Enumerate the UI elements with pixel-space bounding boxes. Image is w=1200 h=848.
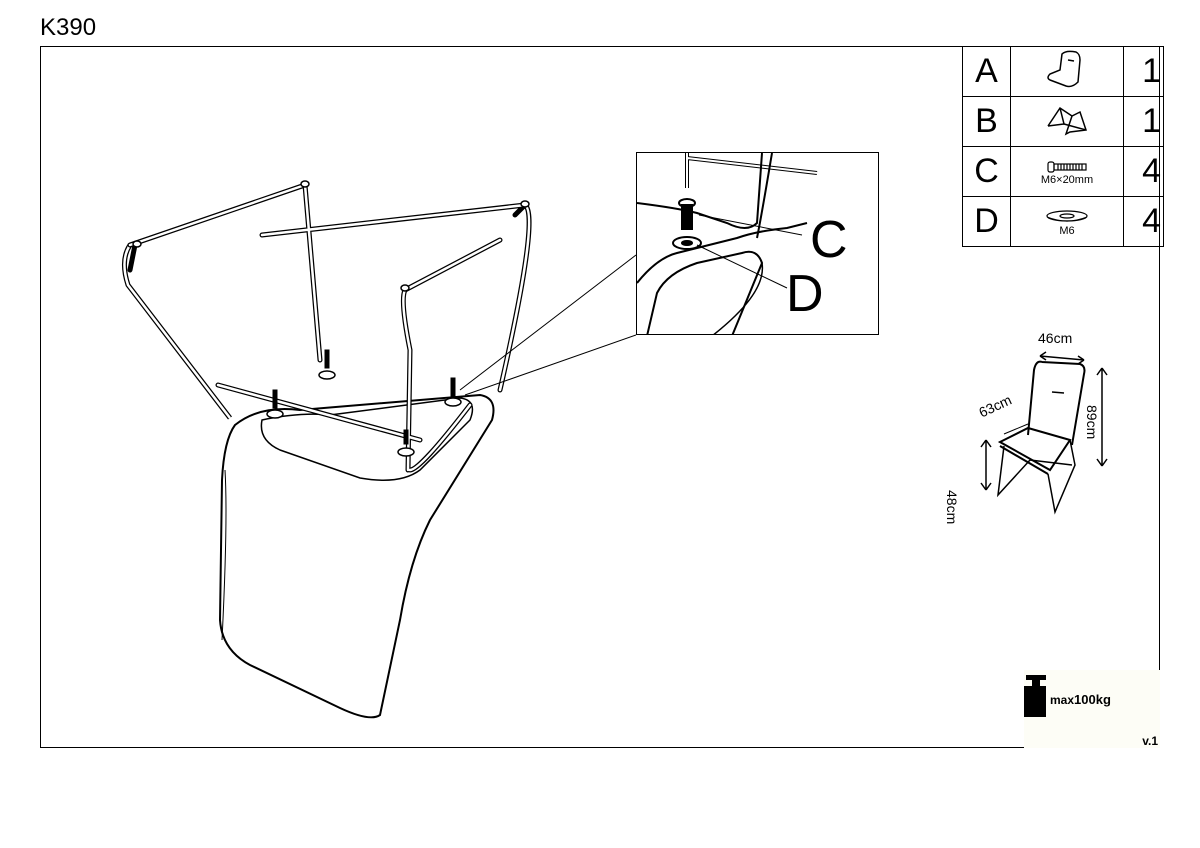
part-quantity: 1 <box>1123 46 1164 97</box>
part-letter: B <box>962 96 1011 147</box>
seat-height-dimension: 48cm <box>944 490 960 525</box>
seat-shell-icon <box>1047 50 1081 88</box>
max-load-badge: max100kg <box>1024 670 1160 748</box>
max-load-prefix: max <box>1050 693 1075 707</box>
parts-row: A 1 <box>962 46 1164 97</box>
bolt-icon <box>1047 160 1087 173</box>
leg-frame-icon <box>1047 106 1088 136</box>
callout-c: C <box>810 211 848 269</box>
version-label: v.1 <box>1142 734 1158 748</box>
max-load-value: 100kg <box>1074 692 1111 707</box>
callout-d: D <box>786 265 824 323</box>
part-caption: M6 <box>1059 224 1075 237</box>
part-letter: D <box>962 196 1011 247</box>
parts-row: B 1 <box>962 96 1164 147</box>
width-dimension: 46cm <box>1038 330 1073 346</box>
part-caption: M6×20mm <box>1040 173 1094 186</box>
page-title: K390 <box>40 14 97 41</box>
weight-icon <box>1024 675 1046 717</box>
parts-row: D M6 4 <box>962 196 1164 247</box>
part-quantity: 1 <box>1123 96 1164 147</box>
part-letter: C <box>962 146 1011 197</box>
part-letter: A <box>962 46 1011 97</box>
part-quantity: 4 <box>1123 146 1164 197</box>
parts-row: C M6×20mm 4 <box>962 146 1164 197</box>
max-load-label: max100kg <box>1050 692 1111 707</box>
detail-inset <box>636 152 879 335</box>
parts-table: A 1 B 1 C M6×20mm 4 D M6 4 <box>962 46 1164 247</box>
washer-icon <box>1046 209 1088 222</box>
part-quantity: 4 <box>1123 196 1164 247</box>
dimension-chair-drawing <box>980 351 1108 515</box>
height-dimension: 89cm <box>1084 405 1100 440</box>
instruction-frame <box>40 46 1160 748</box>
